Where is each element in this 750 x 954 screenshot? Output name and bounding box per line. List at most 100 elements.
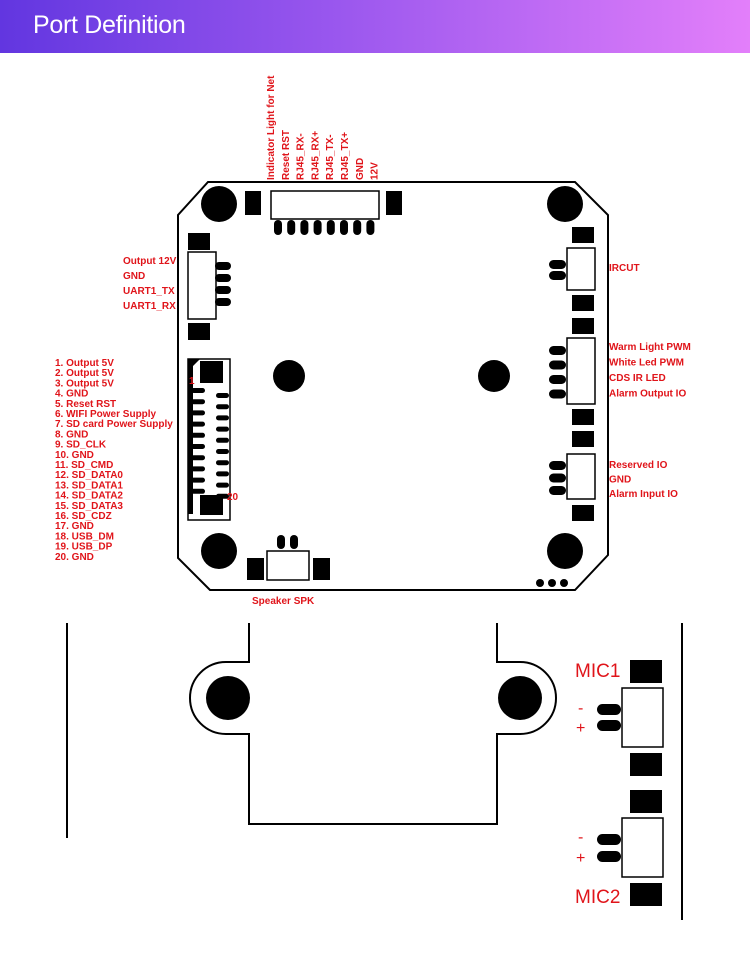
mount-hole-tr — [547, 186, 583, 222]
pwm-pin — [549, 346, 566, 355]
top-connector-label: 12V — [370, 162, 381, 180]
pwm-connector — [549, 318, 596, 425]
fpc-pin-even — [216, 460, 229, 466]
top-pin — [353, 220, 362, 235]
fpc-pin-odd — [191, 410, 205, 416]
center-hole-right — [478, 360, 510, 392]
mic1-plus-label: + — [576, 720, 585, 737]
fpc-pin-even — [216, 393, 229, 398]
fpc-pin-label: 8. GND — [55, 429, 88, 440]
top-connector-label: RJ45_TX- — [325, 134, 336, 180]
pwm-pin — [549, 360, 566, 370]
fpc-pin-20-label: 20 — [227, 492, 239, 503]
alarm-connector — [549, 431, 596, 521]
fpc-pin-odd — [191, 466, 205, 472]
mic1-label: MIC1 — [575, 661, 620, 682]
top-pin — [326, 220, 335, 235]
board-outline — [177, 181, 609, 591]
mount-hole-bl — [201, 533, 237, 569]
pwm-label: White Led PWM — [609, 358, 684, 369]
fpc-pin-even — [216, 482, 229, 488]
mount-hole-tl — [201, 186, 237, 222]
alarm-label: Alarm Input IO — [609, 489, 678, 500]
fpc-pin-even — [216, 449, 229, 454]
fpc-pin-label: 5. Reset RST — [55, 399, 116, 410]
fpc-pin-label: 10. GND — [55, 450, 94, 461]
fpc-pin-label: 1. Output 5V — [55, 358, 114, 369]
fpc-pin-odd — [191, 477, 205, 483]
fpc-pin-label: 11. SD_CMD — [55, 460, 113, 471]
fpc-pin-label: 20. GND — [55, 552, 94, 563]
fpc-pin-even — [216, 404, 229, 410]
top-pin — [287, 220, 296, 235]
mic1-minus-label: - — [578, 700, 583, 717]
ircut-label: IRCUT — [609, 263, 640, 274]
top-connector-label: Reset RST — [281, 130, 292, 180]
alarm-pin — [549, 486, 566, 495]
pwm-pin — [549, 389, 566, 399]
fpc-pin-odd — [191, 455, 205, 461]
fpc-pin-label: 16. SD_CDZ — [55, 511, 112, 522]
fpc-pin-odd — [191, 444, 205, 449]
top-connector — [245, 190, 402, 235]
fpc-pin-label: 19. USB_DP — [55, 542, 113, 553]
fpc-pin-label: 14. SD_DATA2 — [55, 491, 123, 502]
test-pads — [536, 579, 568, 587]
mic2-plus-label: + — [576, 850, 585, 867]
pwm-label: Alarm Output IO — [609, 389, 686, 400]
top-pin — [300, 220, 309, 235]
top-pin — [340, 220, 348, 235]
uart-label: UART1_RX — [123, 301, 176, 312]
fpc-pin-label: 6. WIFI Power Supply — [55, 409, 157, 420]
pwm-label: Warm Light PWM — [609, 342, 691, 353]
speaker-label: Speaker SPK — [252, 596, 315, 607]
uart-pin — [215, 286, 231, 294]
top-pin — [274, 220, 282, 235]
ircut-pin — [549, 260, 566, 269]
fpc-pin-label: 13. SD_DATA1 — [55, 480, 123, 491]
lower-board-outline — [189, 623, 557, 825]
fpc-pin-even — [216, 471, 229, 477]
center-hole-left — [273, 360, 305, 392]
top-connector-label: GND — [355, 158, 366, 180]
fpc-pin-label: 2. Output 5V — [55, 368, 114, 379]
fpc-pin-label: 15. SD_DATA3 — [55, 501, 123, 512]
fpc-connector — [187, 358, 231, 521]
lower-hole-right — [498, 676, 542, 720]
uart-label: UART1_TX — [123, 286, 175, 297]
uart-connector — [187, 233, 231, 340]
mic2-minus-label: - — [578, 829, 583, 846]
top-connector-label: RJ45_RX+ — [310, 131, 321, 180]
fpc-pin-odd — [191, 421, 205, 427]
ircut-connector — [549, 227, 596, 311]
alarm-pin — [549, 461, 566, 470]
top-pin — [366, 220, 375, 235]
mic2-connector — [597, 790, 664, 906]
ircut-pin — [549, 271, 566, 280]
fpc-pin-label: 4. GND — [55, 389, 88, 400]
fpc-pin-label: 9. SD_CLK — [55, 440, 107, 451]
fpc-pin-label: 7. SD card Power Supply — [55, 419, 173, 430]
top-connector-label: Indicator Light for Net — [266, 75, 277, 180]
lower-hole-left — [206, 676, 250, 720]
alarm-pin — [549, 473, 566, 483]
fpc-pin-odd — [191, 432, 205, 438]
speaker-connector — [247, 535, 330, 581]
mount-hole-br — [547, 533, 583, 569]
header-banner: Port Definition — [0, 0, 750, 53]
alarm-label: Reserved IO — [609, 460, 668, 471]
fpc-pin-label: 12. SD_DATA0 — [55, 470, 123, 481]
uart-label: Output 12V — [123, 256, 177, 267]
fpc-pin-even — [216, 415, 229, 421]
uart-pin — [215, 262, 231, 270]
page-title: Port Definition — [33, 11, 186, 39]
fpc-pin-label: 17. GND — [55, 521, 94, 532]
fpc-pin-odd — [191, 399, 205, 405]
top-connector-label: RJ45_RX- — [296, 133, 307, 180]
mic1-connector — [597, 660, 664, 776]
fpc-pin-even — [216, 493, 229, 499]
fpc-pin-even — [216, 426, 229, 432]
uart-pin — [215, 274, 231, 282]
fpc-pin-label: 18. USB_DM — [55, 531, 114, 542]
pwm-pin — [549, 375, 566, 384]
